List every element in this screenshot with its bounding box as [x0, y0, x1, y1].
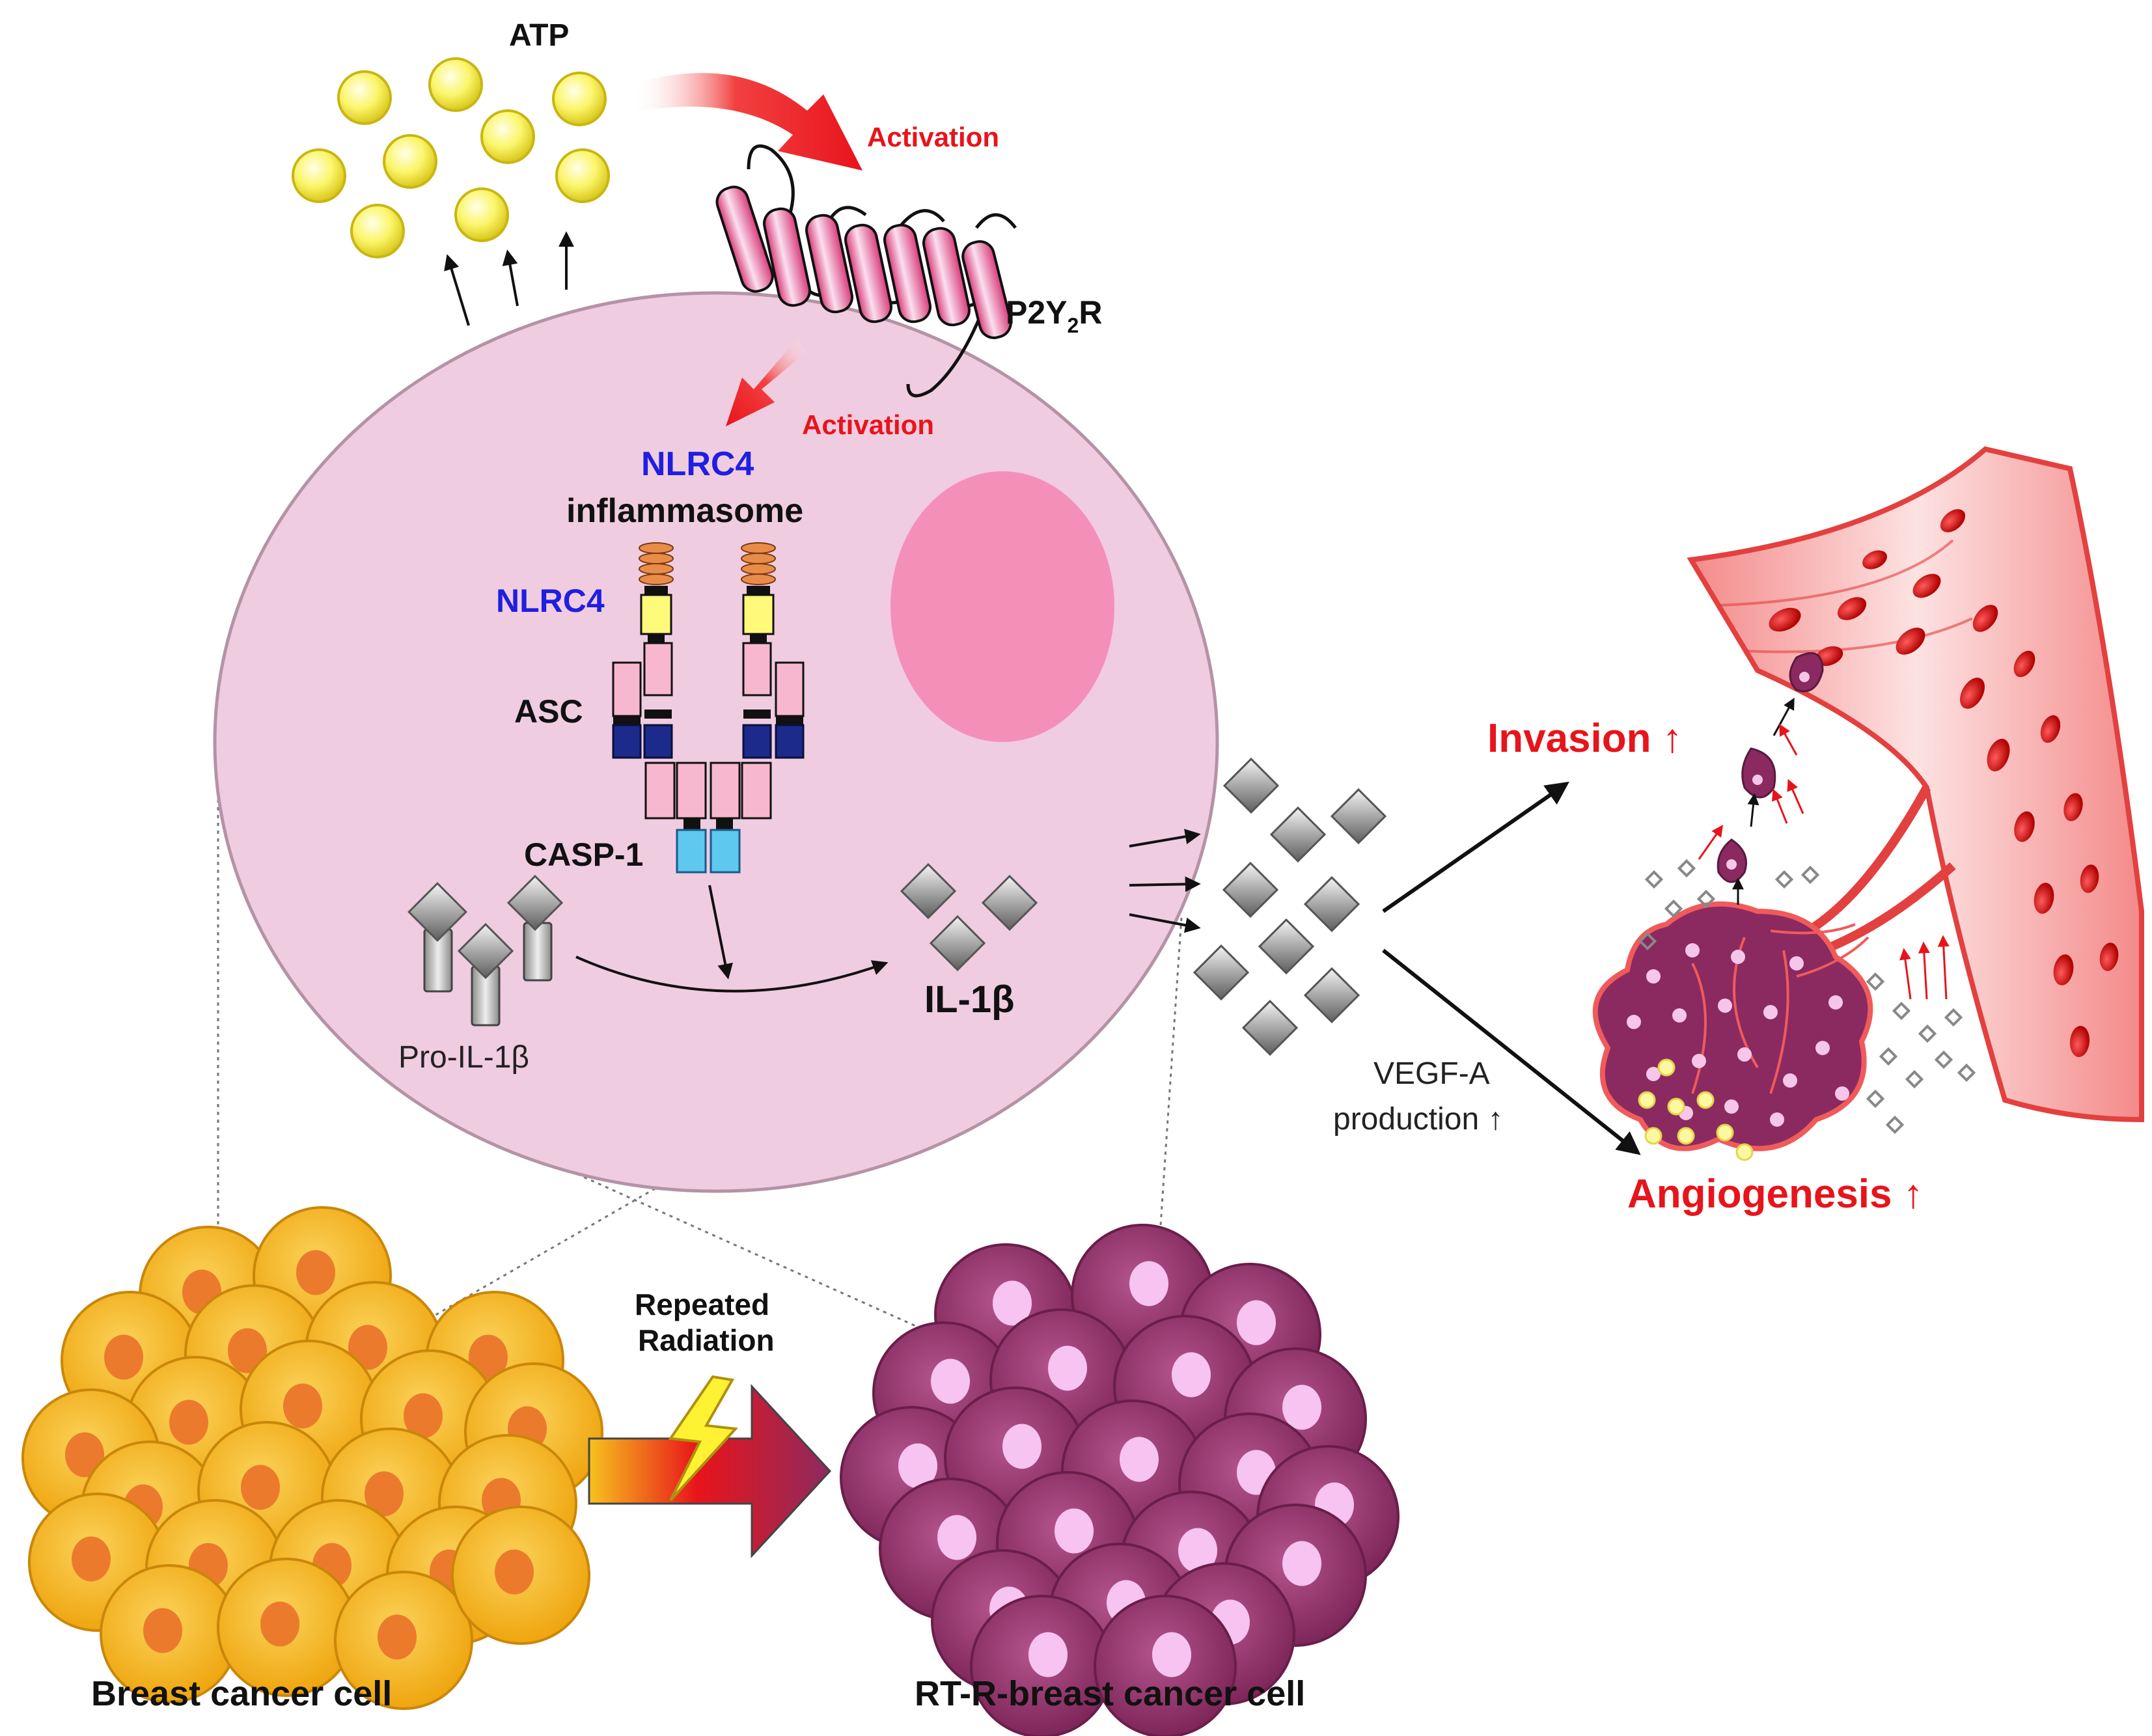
activation-label-mid: Activation [802, 409, 934, 440]
pro-il1b-label: Pro-IL-1β [398, 1040, 529, 1075]
casp1-label: CASP-1 [524, 836, 643, 873]
breast-cancer-nucleus [469, 1334, 508, 1380]
breast-cancer-nucleus [241, 1465, 280, 1510]
breast-cancer-nucleus [72, 1536, 111, 1582]
rt-r-breast-cancer-nucleus [937, 1515, 976, 1560]
inflammasome-label: inflammasome [566, 492, 803, 530]
rt-r-breast-cancer-nucleus [1178, 1528, 1217, 1573]
red-upward-arrows [1698, 723, 1950, 1000]
breast-cancer-nucleus [348, 1325, 387, 1370]
pro-il1b-molecules [407, 874, 564, 1026]
atp-release-arrows [444, 231, 574, 326]
breast-cancer-nucleus [65, 1432, 104, 1478]
rt-r-breast-cancer-cell-label: RT-R-breast cancer cell [915, 1674, 1305, 1713]
breast-cancer-nucleus [260, 1601, 299, 1647]
vegf-label-line2: production ↑ [1333, 1102, 1504, 1137]
repeated-radiation-line1: Repeated [635, 1288, 769, 1321]
il1b-label: IL-1β [924, 978, 1015, 1021]
cell-body [213, 291, 1219, 1193]
tumor-mass [1592, 901, 1873, 1151]
rt-r-breast-cancer-nucleus [1055, 1508, 1094, 1554]
angiogenesis-arrow [1382, 948, 1641, 1155]
invasion-arrow [1382, 781, 1569, 913]
breast-cancer-nucleus [495, 1549, 534, 1595]
breast-cancer-cell-label: Breast cancer cell [91, 1674, 392, 1713]
nlrc4-label: NLRC4 [496, 583, 605, 619]
tumor-nuclei [1627, 943, 1849, 1127]
rt-r-breast-cancer-nucleus [1048, 1345, 1087, 1391]
rt-r-breast-cancer-nucleus [1028, 1632, 1068, 1677]
invading-cells [1717, 652, 1824, 883]
atp-label: ATP [509, 18, 569, 53]
rt-r-breast-cancer-nucleus [1282, 1541, 1321, 1586]
p2y2r-label: P2Y2R [1006, 294, 1102, 337]
cell-nucleus [890, 471, 1114, 742]
breast-cancer-nucleus [378, 1614, 417, 1660]
small-atp-dots [1638, 1058, 1754, 1161]
invading-cell-nuclei [1726, 672, 1810, 870]
rt-r-breast-cancer-nucleus [1002, 1424, 1042, 1469]
breast-cancer-nucleus [228, 1328, 267, 1373]
asc-domains [612, 661, 805, 759]
breast-cancer-nucleus [169, 1399, 208, 1445]
rt-r-breast-cancer-nucleus [1237, 1300, 1276, 1345]
secretion-arrows [1129, 829, 1201, 933]
rt-r-breast-cancer-nucleus [993, 1280, 1032, 1326]
red-blood-cells [1769, 509, 2119, 1057]
small-il1b-diamonds [1638, 859, 1976, 1135]
inflammasome-complex [612, 542, 805, 874]
nlrc4-title: NLRC4 [641, 445, 754, 483]
vegf-label-line1: VEGF-A [1373, 1056, 1490, 1091]
breast-cancer-nucleus [104, 1334, 143, 1380]
rt-r-breast-cancer-cell-cluster [840, 1224, 1400, 1736]
breast-cancer-cell-cluster [21, 1206, 603, 1710]
lightning-icon [668, 1375, 739, 1502]
invasion-label: Invasion ↑ [1487, 716, 1683, 761]
breast-cancer-nucleus [296, 1250, 335, 1295]
rt-r-breast-cancer-nucleus [1120, 1437, 1159, 1482]
breast-cancer-nucleus [143, 1608, 182, 1653]
activation-label-top: Activation [867, 122, 999, 152]
atp-molecules [292, 57, 610, 258]
rt-r-breast-cancer-nucleus [1282, 1385, 1321, 1430]
breast-cancer-nucleus [283, 1383, 322, 1429]
il1b-molecules-secreted [1193, 757, 1387, 1056]
rt-r-breast-cancer-nucleus [1172, 1352, 1211, 1398]
rt-r-breast-cancer-nucleus [898, 1443, 937, 1489]
rt-r-breast-cancer-nucleus [1152, 1632, 1191, 1677]
repeated-radiation-line2: Radiation [638, 1323, 775, 1357]
invasion-path-arrows [1732, 697, 1795, 905]
activation-arrow-mid [726, 338, 807, 426]
asc-label: ASC [514, 693, 583, 730]
nlrc4-domain-right [741, 542, 776, 696]
casp1-domains [644, 762, 772, 874]
il1b-molecules-inside [900, 862, 1038, 972]
breast-cancer-nucleus [404, 1393, 443, 1439]
rt-r-breast-cancer-nucleus [931, 1358, 970, 1404]
breast-cancer-nucleus [365, 1471, 404, 1517]
nlrc4-domain-left [639, 542, 674, 696]
rt-r-breast-cancer-nucleus [1129, 1261, 1168, 1306]
radiation-arrow [588, 1384, 832, 1558]
casp1-to-curve-arrow [708, 885, 734, 980]
cleavage-curve-arrow [575, 956, 889, 993]
blood-vessel [1687, 446, 2144, 1123]
angiogenesis-label: Angiogenesis ↑ [1627, 1172, 1924, 1217]
p2y2r-receptor [715, 144, 1017, 398]
activation-arrow-top [631, 73, 862, 171]
